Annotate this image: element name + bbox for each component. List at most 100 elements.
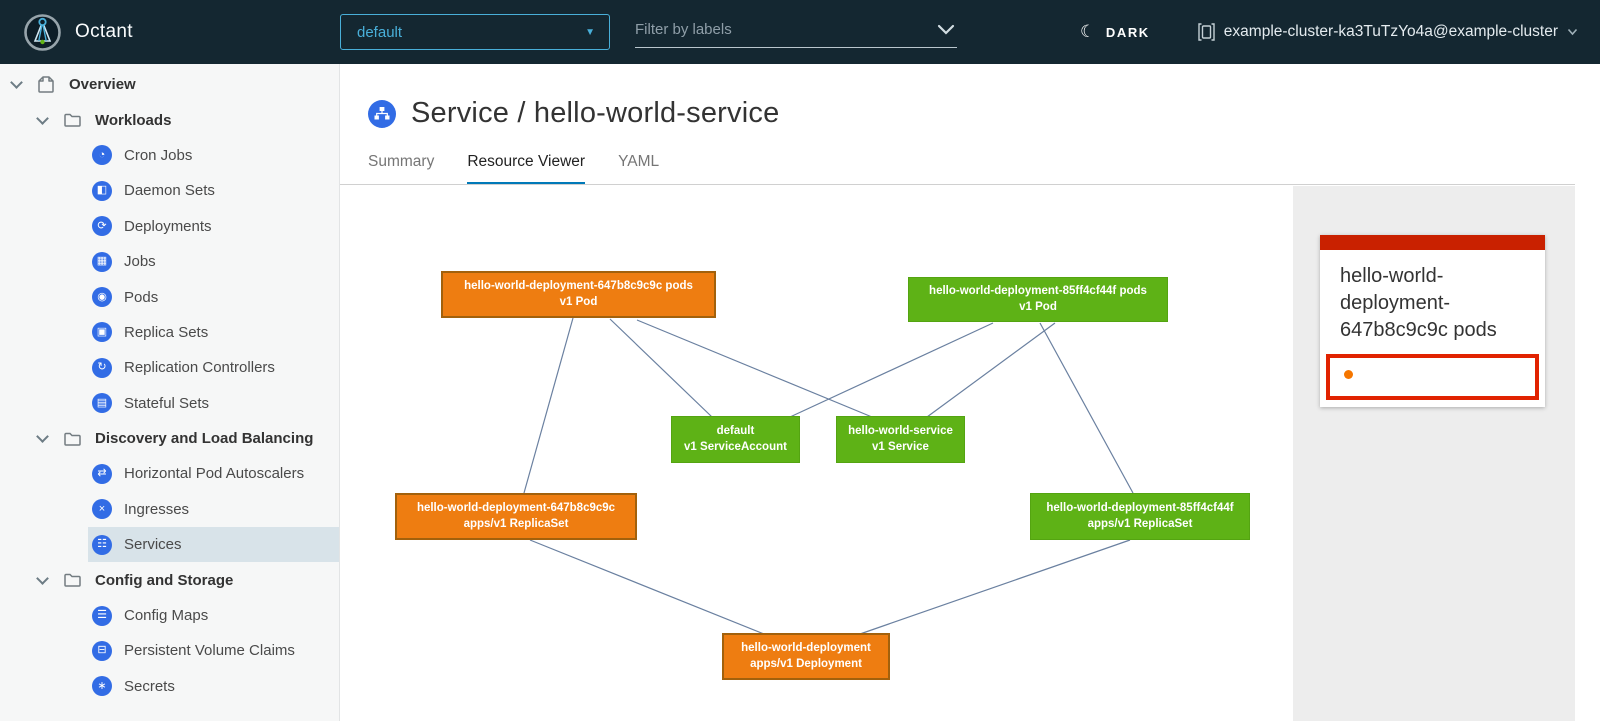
tab-summary[interactable]: Summary [368, 153, 435, 170]
icon-glyph: ▤ [96, 396, 108, 409]
node-kind: apps/v1 ReplicaSet [463, 517, 569, 530]
persistent-volume-claims-icon: ⊟ [92, 640, 112, 661]
sidebar-group-label: Discovery and Load Balancing [95, 430, 314, 448]
sidebar-item-replica-sets[interactable]: ▣ Replica Sets [88, 315, 339, 350]
ingresses-icon: × [92, 499, 112, 520]
sidebar-item-deployments[interactable]: ⟳ Deployments [88, 209, 339, 244]
node-name: hello-world-deployment [741, 641, 871, 654]
sidebar-item-ingresses[interactable]: × Ingresses [88, 492, 339, 527]
services-icon: ☷ [92, 534, 112, 555]
service-icon [368, 99, 396, 128]
jobs-icon: ▦ [92, 251, 112, 272]
icon-glyph: ☷ [97, 538, 107, 551]
node-kind: apps/v1 Deployment [750, 657, 862, 670]
label-filter-placeholder: Filter by labels [635, 20, 732, 38]
icon-glyph: ◔ [98, 148, 106, 161]
theme-toggle-label: DARK [1105, 24, 1150, 40]
config-maps-icon: ☰ [92, 605, 112, 626]
chevron-down-icon[interactable] [36, 571, 49, 585]
icon-glyph: ⟳ [97, 219, 107, 232]
graph-node-pod-647b8c9c9c[interactable]: hello-world-deployment-647b8c9c9c pods v… [441, 271, 716, 318]
icon-glyph: ◧ [96, 184, 108, 197]
octant-logo [24, 13, 61, 51]
app-title: Octant [75, 21, 133, 42]
page-title: Service / hello-world-service [411, 97, 780, 129]
sidebar-group-label: Workloads [95, 111, 172, 129]
sidebar-item-label: Stateful Sets [124, 394, 210, 412]
cluster-name: example-cluster-ka3TuTzYo4a@example-clus… [1223, 23, 1558, 40]
graph-node-service-hello-world-service[interactable]: hello-world-service v1 Service [836, 416, 965, 463]
resource-graph: hello-world-deployment-647b8c9c9c pods v… [340, 186, 1293, 721]
sidebar-item-stateful-sets[interactable]: ▤ Stateful Sets [88, 386, 339, 421]
card-status-bar [1320, 235, 1545, 250]
graph-node-deployment-hello-world-deployment[interactable]: hello-world-deployment apps/v1 Deploymen… [722, 633, 890, 680]
sidebar-item-replication-controllers[interactable]: ↻ Replication Controllers [88, 350, 339, 385]
app-header: Octant default ▼ Filter by labels ☾ DARK… [0, 0, 1600, 64]
pod-status-dot [1344, 370, 1353, 379]
chevron-down-icon[interactable] [10, 76, 23, 90]
sidebar-item-jobs[interactable]: ▦ Jobs [88, 244, 339, 279]
sidebar-item-label: Daemon Sets [124, 182, 215, 200]
sidebar-group-config-and-storage[interactable]: Config and Storage [0, 562, 339, 597]
graph-node-serviceaccount-default[interactable]: default v1 ServiceAccount [671, 416, 800, 463]
node-kind: v1 Pod [1019, 300, 1057, 313]
cron-jobs-icon: ◔ [92, 145, 112, 166]
chevron-down-icon[interactable] [36, 430, 49, 443]
sidebar-item-label: Replication Controllers [124, 359, 275, 377]
sidebar-item-daemon-sets[interactable]: ◧ Daemon Sets [88, 173, 339, 208]
sidebar-item-cron-jobs[interactable]: ◔ Cron Jobs [88, 138, 339, 173]
daemon-sets-icon: ◧ [92, 180, 112, 201]
card-title: hello-world-deployment-647b8c9c9c pods [1340, 265, 1497, 341]
node-kind: apps/v1 ReplicaSet [1087, 517, 1193, 530]
stateful-sets-icon: ▤ [92, 393, 112, 414]
chevron-down-icon[interactable] [937, 24, 955, 35]
icon-glyph: ☰ [97, 609, 107, 622]
sidebar-item-services[interactable]: ☷ Services [88, 527, 339, 563]
sidebar-item-label: Cron Jobs [124, 146, 193, 164]
node-kind: v1 Service [872, 440, 929, 453]
sidebar-item-label: Services [124, 536, 182, 554]
sidebar-item-pods[interactable]: ◉ Pods [88, 279, 339, 314]
tab-bar: Summary Resource Viewer YAML [368, 153, 659, 185]
node-name: hello-world-deployment-85ff4cf44f pods [929, 284, 1147, 297]
sidebar-item-config-maps[interactable]: ☰ Config Maps [88, 598, 339, 633]
sidebar-item-label: Config Maps [124, 607, 209, 625]
chevron-down-icon[interactable] [36, 111, 49, 125]
node-kind: v1 Pod [559, 295, 598, 308]
sidebar-item-persistent-volume-claims[interactable]: ⊟ Persistent Volume Claims [88, 633, 339, 668]
sidebar-item-horizontal-pod-autoscalers[interactable]: ⇄ Horizontal Pod Autoscalers [88, 456, 339, 491]
graph-node-pod-85ff4cf44f[interactable]: hello-world-deployment-85ff4cf44f pods v… [908, 277, 1168, 322]
chevron-down-icon [1567, 28, 1578, 36]
theme-toggle-button[interactable]: ☾ DARK [1074, 21, 1156, 43]
graph-node-replicaset-85ff4cf44f[interactable]: hello-world-deployment-85ff4cf44f apps/v… [1030, 493, 1250, 540]
overview-icon [35, 76, 57, 93]
horizontal-pod-autoscalers-icon: ⇄ [92, 463, 112, 484]
resource-detail-card[interactable]: hello-world-deployment-647b8c9c9c pods [1320, 235, 1545, 407]
replica-sets-icon: ▣ [92, 322, 112, 343]
label-filter-input[interactable]: Filter by labels [635, 17, 957, 48]
node-name: hello-world-deployment-647b8c9c9c pods [464, 279, 693, 292]
tab-yaml[interactable]: YAML [618, 153, 660, 170]
tab-resource-viewer[interactable]: Resource Viewer [467, 153, 586, 185]
sidebar-item-label: Secrets [124, 677, 175, 695]
node-name: hello-world-deployment-647b8c9c9c [416, 501, 616, 514]
cluster-selector[interactable]: example-cluster-ka3TuTzYo4a@example-clus… [1198, 23, 1578, 41]
node-kind: v1 ServiceAccount [684, 440, 787, 453]
tab-divider [340, 184, 1575, 185]
sidebar-item-label: Jobs [124, 253, 156, 271]
pod-status-box[interactable] [1326, 354, 1539, 400]
sidebar-item-label: Replica Sets [124, 323, 209, 341]
sidebar-item-label: Deployments [124, 217, 212, 235]
moon-icon: ☾ [1080, 22, 1097, 41]
graph-node-replicaset-647b8c9c9c[interactable]: hello-world-deployment-647b8c9c9c apps/v… [395, 493, 637, 540]
sidebar-group-discovery-and-load-balancing[interactable]: Discovery and Load Balancing [0, 421, 339, 456]
icon-glyph: × [98, 502, 106, 515]
replication-controllers-icon: ↻ [92, 357, 112, 378]
icon-glyph: ⇄ [97, 467, 107, 480]
sidebar-group-workloads[interactable]: Workloads [0, 102, 339, 137]
namespace-selector[interactable]: default ▼ [340, 14, 610, 50]
namespace-selected-value: default [357, 23, 403, 41]
sidebar-item-secrets[interactable]: ∗ Secrets [88, 669, 339, 704]
sidebar-item-overview[interactable]: Overview [0, 67, 339, 102]
